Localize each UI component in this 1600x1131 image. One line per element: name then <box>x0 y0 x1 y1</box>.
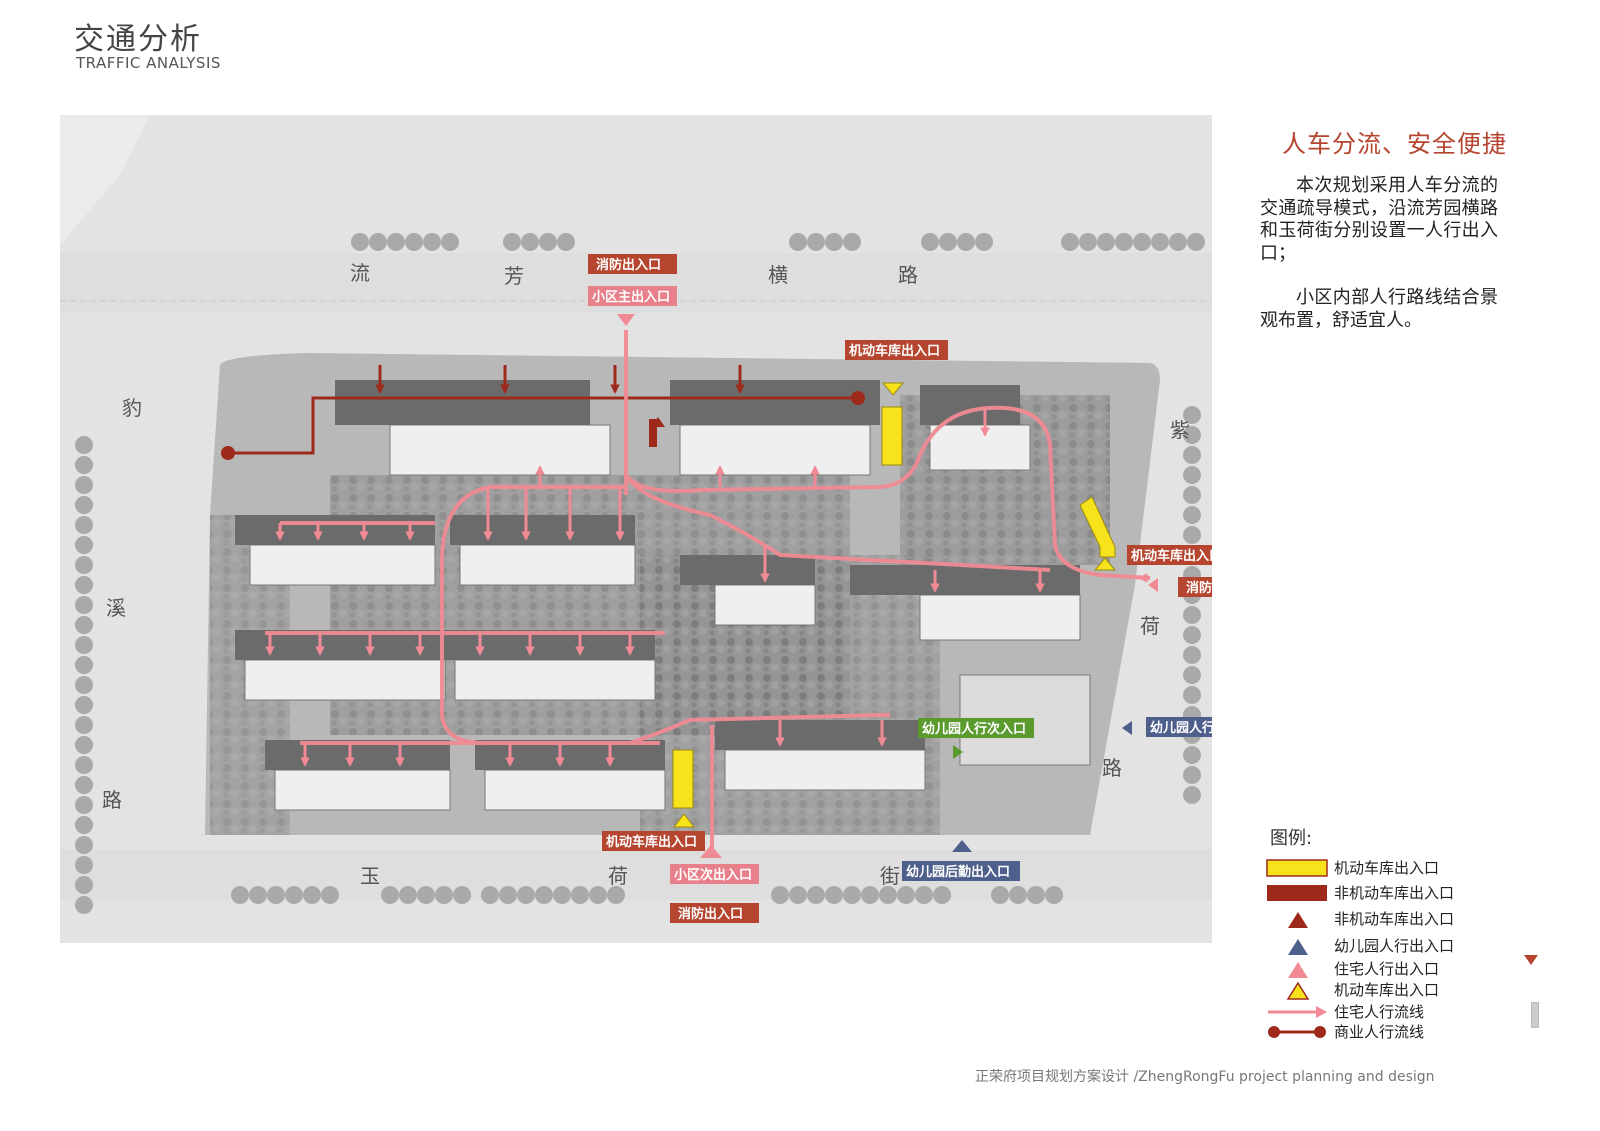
callout-east-fire-bg <box>1178 577 1212 597</box>
north-tree-row <box>351 233 1205 251</box>
legend-label: 机动车库出入口 <box>1334 981 1440 999</box>
non-motor-triangle <box>652 417 665 427</box>
callout-east-garage: 机动车库出入口 <box>1131 548 1212 564</box>
callout-south-fire: 消防出入口 <box>678 906 743 922</box>
road-south-char: 荷 <box>608 864 628 888</box>
kg-blue-triangle-east <box>1122 721 1132 735</box>
callout-kg-service: 幼儿园后勤出入口 <box>906 864 1010 880</box>
pink-triangle-icon <box>1288 962 1308 978</box>
dark-red-bar-icon <box>1267 885 1327 901</box>
garage-triangle-north <box>881 382 905 396</box>
pedestrian-triangle-east <box>1148 578 1158 592</box>
road-west-char: 溪 <box>106 596 126 620</box>
road-north-char: 路 <box>898 263 918 287</box>
legend-title: 图例: <box>1270 828 1313 849</box>
yellow-bar-icon <box>1266 859 1328 877</box>
garage-triangle-south <box>672 813 696 828</box>
road-south-char: 街 <box>880 864 900 888</box>
description-paragraph-1: 本次规划采用人车分流的交通疏导模式，沿流芳园横路和玉荷街分别设置一人行出入口； <box>1260 175 1498 264</box>
callout-kg-east: 幼儿园人行出入口 <box>1150 720 1212 736</box>
legend-item: 机动车库出入口 <box>1266 857 1526 879</box>
commercial-flow-end-dot-west <box>221 446 235 460</box>
callout-south-secondary: 小区次出入口 <box>674 867 752 883</box>
page-title: 交通分析 <box>74 22 202 57</box>
legend-label: 非机动车库出入口 <box>1334 910 1455 928</box>
dark-red-line-dot-icon <box>1268 1026 1326 1038</box>
yellow-triangle-icon <box>1286 981 1310 1000</box>
section-heading: 人车分流、安全便捷 <box>1282 130 1507 158</box>
road-west-char: 豹 <box>122 396 142 420</box>
blue-triangle-icon <box>1288 939 1308 955</box>
commercial-flow <box>228 365 858 455</box>
road-east-char: 荷 <box>1140 614 1160 638</box>
callout-south-garage-bg <box>602 831 705 851</box>
legend-item: 商业人行流线 <box>1266 1021 1526 1043</box>
legend-item: 幼儿园人行出入口 <box>1266 935 1526 957</box>
road-east-char: 路 <box>1102 756 1122 780</box>
legend-item: 非机动车库出入口 <box>1266 908 1526 930</box>
callout-east-fire: 消防出入口 <box>1186 580 1212 596</box>
road-names: 流 芳 横 路 豹 溪 路 紫 荷 路 玉 荷 街 <box>102 261 1190 888</box>
callout-north-fire: 消防出入口 <box>596 257 661 273</box>
legend-label: 幼儿园人行出入口 <box>1334 937 1455 955</box>
garage-bar-east <box>1079 496 1116 558</box>
legend-item: 住宅人行出入口 <box>1266 958 1526 980</box>
road-north-char: 流 <box>350 261 370 285</box>
callout-kg-east-bg <box>1146 717 1212 737</box>
kg-green-triangle <box>953 745 963 759</box>
callout-north-main-bg <box>588 286 677 306</box>
scroll-indicator <box>1531 1002 1539 1028</box>
road-north-char: 芳 <box>504 264 524 288</box>
kg-blue-triangle-south <box>952 840 972 852</box>
north-building-shadows <box>335 380 1020 425</box>
description-paragraph-2: 小区内部人行路线结合景观布置，舒适宜人。 <box>1260 287 1498 331</box>
callout-kg-secondary: 幼儿园人行次入口 <box>922 721 1026 737</box>
callout-south-garage: 机动车库出入口 <box>606 834 697 850</box>
callout-kg-service-bg <box>902 861 1020 881</box>
pedestrian-triangle-south <box>700 845 722 858</box>
north-buildings <box>389 424 1031 476</box>
road-north-char: 横 <box>768 263 788 287</box>
garage-bar-north <box>881 406 903 466</box>
legend-label: 住宅人行出入口 <box>1334 960 1440 978</box>
road-west-char: 路 <box>102 788 122 812</box>
down-triangle-icon <box>1524 955 1538 965</box>
commercial-flow-end-dot-east <box>851 391 865 405</box>
callout-north-garage-bg <box>845 340 948 360</box>
callout-north-main: 小区主出入口 <box>592 289 670 305</box>
dark-red-triangle-icon <box>1288 912 1308 928</box>
callout-east-garage-bg <box>1127 545 1212 565</box>
road-south-char: 玉 <box>360 864 380 888</box>
page-subtitle: TRAFFIC ANALYSIS <box>76 54 221 72</box>
legend-item: 住宅人行流线 <box>1266 1001 1526 1023</box>
callout-north-garage: 机动车库出入口 <box>849 343 940 359</box>
garage-bar-south <box>672 749 694 809</box>
legend-label: 机动车库出入口 <box>1334 859 1440 877</box>
south-tree-row <box>231 886 1063 904</box>
road-east-char: 紫 <box>1170 418 1190 442</box>
legend-item: 非机动车库出入口 <box>1266 882 1526 904</box>
pedestrian-triangle-north <box>617 314 635 326</box>
site-plan-map: 流 芳 横 路 豹 溪 路 紫 荷 路 玉 荷 街 消防出入口 小区主出入口 机… <box>60 115 1212 943</box>
footer-caption: 正荣府项目规划方案设计 /ZhengRongFu project plannin… <box>975 1069 1435 1085</box>
garage-triangle-east <box>1093 557 1117 571</box>
callout-kg-secondary-bg <box>918 718 1034 738</box>
callouts: 消防出入口 小区主出入口 机动车库出入口 机动车库出入口 消防出入口 幼儿园人行… <box>588 254 1212 923</box>
legend-item: 机动车库出入口 <box>1266 979 1526 1001</box>
callout-south-fire-bg <box>670 903 759 923</box>
residential-flow-arrows <box>265 408 1150 767</box>
terrace-buildings <box>244 544 1081 811</box>
legend-label: 住宅人行流线 <box>1334 1003 1425 1021</box>
callout-north-fire-bg <box>588 254 677 274</box>
callout-south-secondary-bg <box>670 864 759 884</box>
pink-arrow-icon <box>1268 1006 1327 1018</box>
legend-label: 商业人行流线 <box>1334 1023 1425 1041</box>
non-motor-garage-bar <box>649 419 657 447</box>
west-tree-column <box>75 436 93 914</box>
legend-label: 非机动车库出入口 <box>1334 884 1455 902</box>
